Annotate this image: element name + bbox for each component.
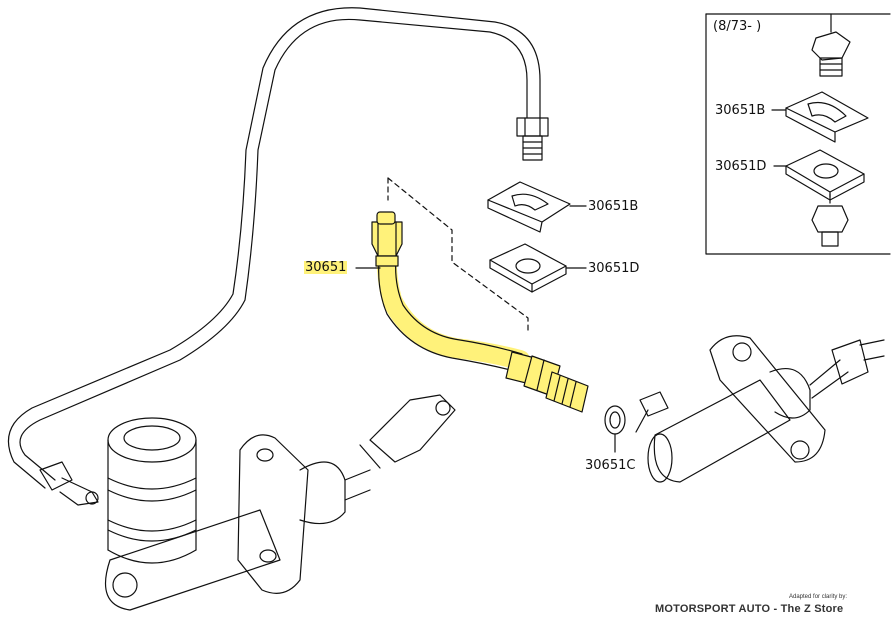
credit-watermark: MOTORSPORT AUTO - The Z Store bbox=[655, 603, 844, 615]
master-cylinder bbox=[104, 394, 456, 611]
guide-lines bbox=[387, 177, 529, 331]
clutch-pipe bbox=[7, 7, 549, 506]
label-inset-clip-30651b: 30651B bbox=[715, 103, 766, 118]
label-washer-30651c: 30651C bbox=[585, 458, 636, 473]
clip-30651b bbox=[487, 181, 587, 233]
label-hose-30651: 30651 bbox=[304, 260, 348, 275]
label-inset-plate-30651d: 30651D bbox=[715, 159, 767, 174]
inset-frame bbox=[705, 13, 891, 255]
operating-cylinder bbox=[635, 335, 885, 483]
plate-30651d bbox=[489, 243, 587, 293]
inset-parts bbox=[771, 13, 869, 247]
inset-date-range: (8/73- ) bbox=[713, 19, 762, 34]
washer-30651c bbox=[604, 405, 626, 453]
label-clip-30651b: 30651B bbox=[588, 199, 639, 214]
hose-30651 bbox=[371, 211, 589, 413]
label-plate-30651d: 30651D bbox=[588, 261, 640, 276]
credit-caption: Adapted for clarity by: bbox=[789, 594, 848, 600]
